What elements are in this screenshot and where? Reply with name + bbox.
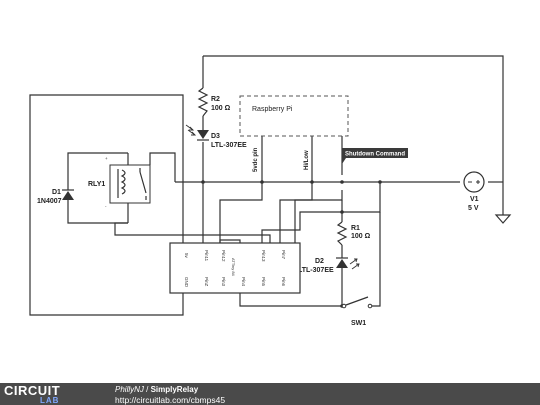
net-label-hilow: Hi/Low [304,150,310,170]
v1-value: 5 V [468,205,479,212]
chip-pin-z: PinZ [204,277,209,287]
shutdown-command-flag: Shutdown Command [342,148,408,164]
r2-resistor[interactable] [197,87,209,117]
light-arrows-icon [349,258,360,270]
footer-bar: CIRCUIT LAB PhillyNJ / SimplyRelay http:… [0,383,540,405]
author-link[interactable]: PhillyNJ [115,385,144,394]
r2-name: R2 [211,96,220,103]
chip-pin-gnd: GND [184,277,189,288]
rly1-name: RLY1 [88,181,105,188]
chip-pin-4: Pin4 [241,277,246,287]
light-arrows-icon [185,124,197,136]
d2-name: D2 [315,258,324,265]
d3-value: LTL-307EE [211,142,247,149]
d1-name: D1 [52,189,61,196]
title-separator: / [143,385,151,394]
chip-pin-5v: 5v [184,253,189,259]
r1-resistor[interactable] [336,221,348,246]
chip-pin-12: Pin12 [221,250,226,262]
chip-pin-3: Pin3 [221,277,226,287]
chip-pin-5: Pin5 [261,277,266,287]
chip-pin-7: Pin7 [281,250,286,260]
logo-line2: LAB [40,396,60,405]
d2-led[interactable] [336,257,360,270]
d1-value: 1N4007 [37,198,62,205]
attiny84-chip[interactable] [169,242,301,294]
circuit-title[interactable]: SimplyRelay [150,385,199,394]
d1-diode[interactable] [62,189,74,200]
relay-plus-mark: + [105,156,108,161]
ground-icon [494,214,512,224]
circuit-meta: PhillyNJ / SimplyRelay http://circuitlab… [115,385,225,405]
raspberry-pi-box[interactable] [239,95,349,137]
sw1-switch[interactable] [341,296,373,309]
rly1-relay[interactable] [109,164,151,204]
logo-line1: CIRCUIT [4,383,61,398]
chip-center-label: ATTiny 84 [231,258,236,277]
raspberry-pi-label: Raspberry Pi [252,106,293,113]
r1-value: 100 Ω [351,233,371,240]
chip-pin-13: Pin13 [261,250,266,262]
r1-name: R1 [351,225,360,232]
d3-led[interactable] [185,124,209,141]
chip-pin-11: Pin11 [204,250,209,262]
chip-pin-6: Pin6 [281,277,286,287]
wires [29,55,504,316]
r2-value: 100 Ω [211,105,231,112]
d2-value: LTL-307EE [298,267,334,274]
sw1-name: SW1 [351,320,366,327]
v1-name: V1 [470,196,479,203]
v1-voltage-source[interactable] [463,171,485,193]
circuit-url-link[interactable]: http://circuitlab.com/cbmps45 [115,395,226,405]
circuitlab-logo[interactable]: CIRCUIT LAB [4,383,100,405]
d3-name: D3 [211,133,220,140]
net-label-5vdc: 5vdc pin [253,147,259,172]
net-label-shutdown: Shutdown Command [345,152,405,158]
relay-minus-mark: - [105,204,107,209]
